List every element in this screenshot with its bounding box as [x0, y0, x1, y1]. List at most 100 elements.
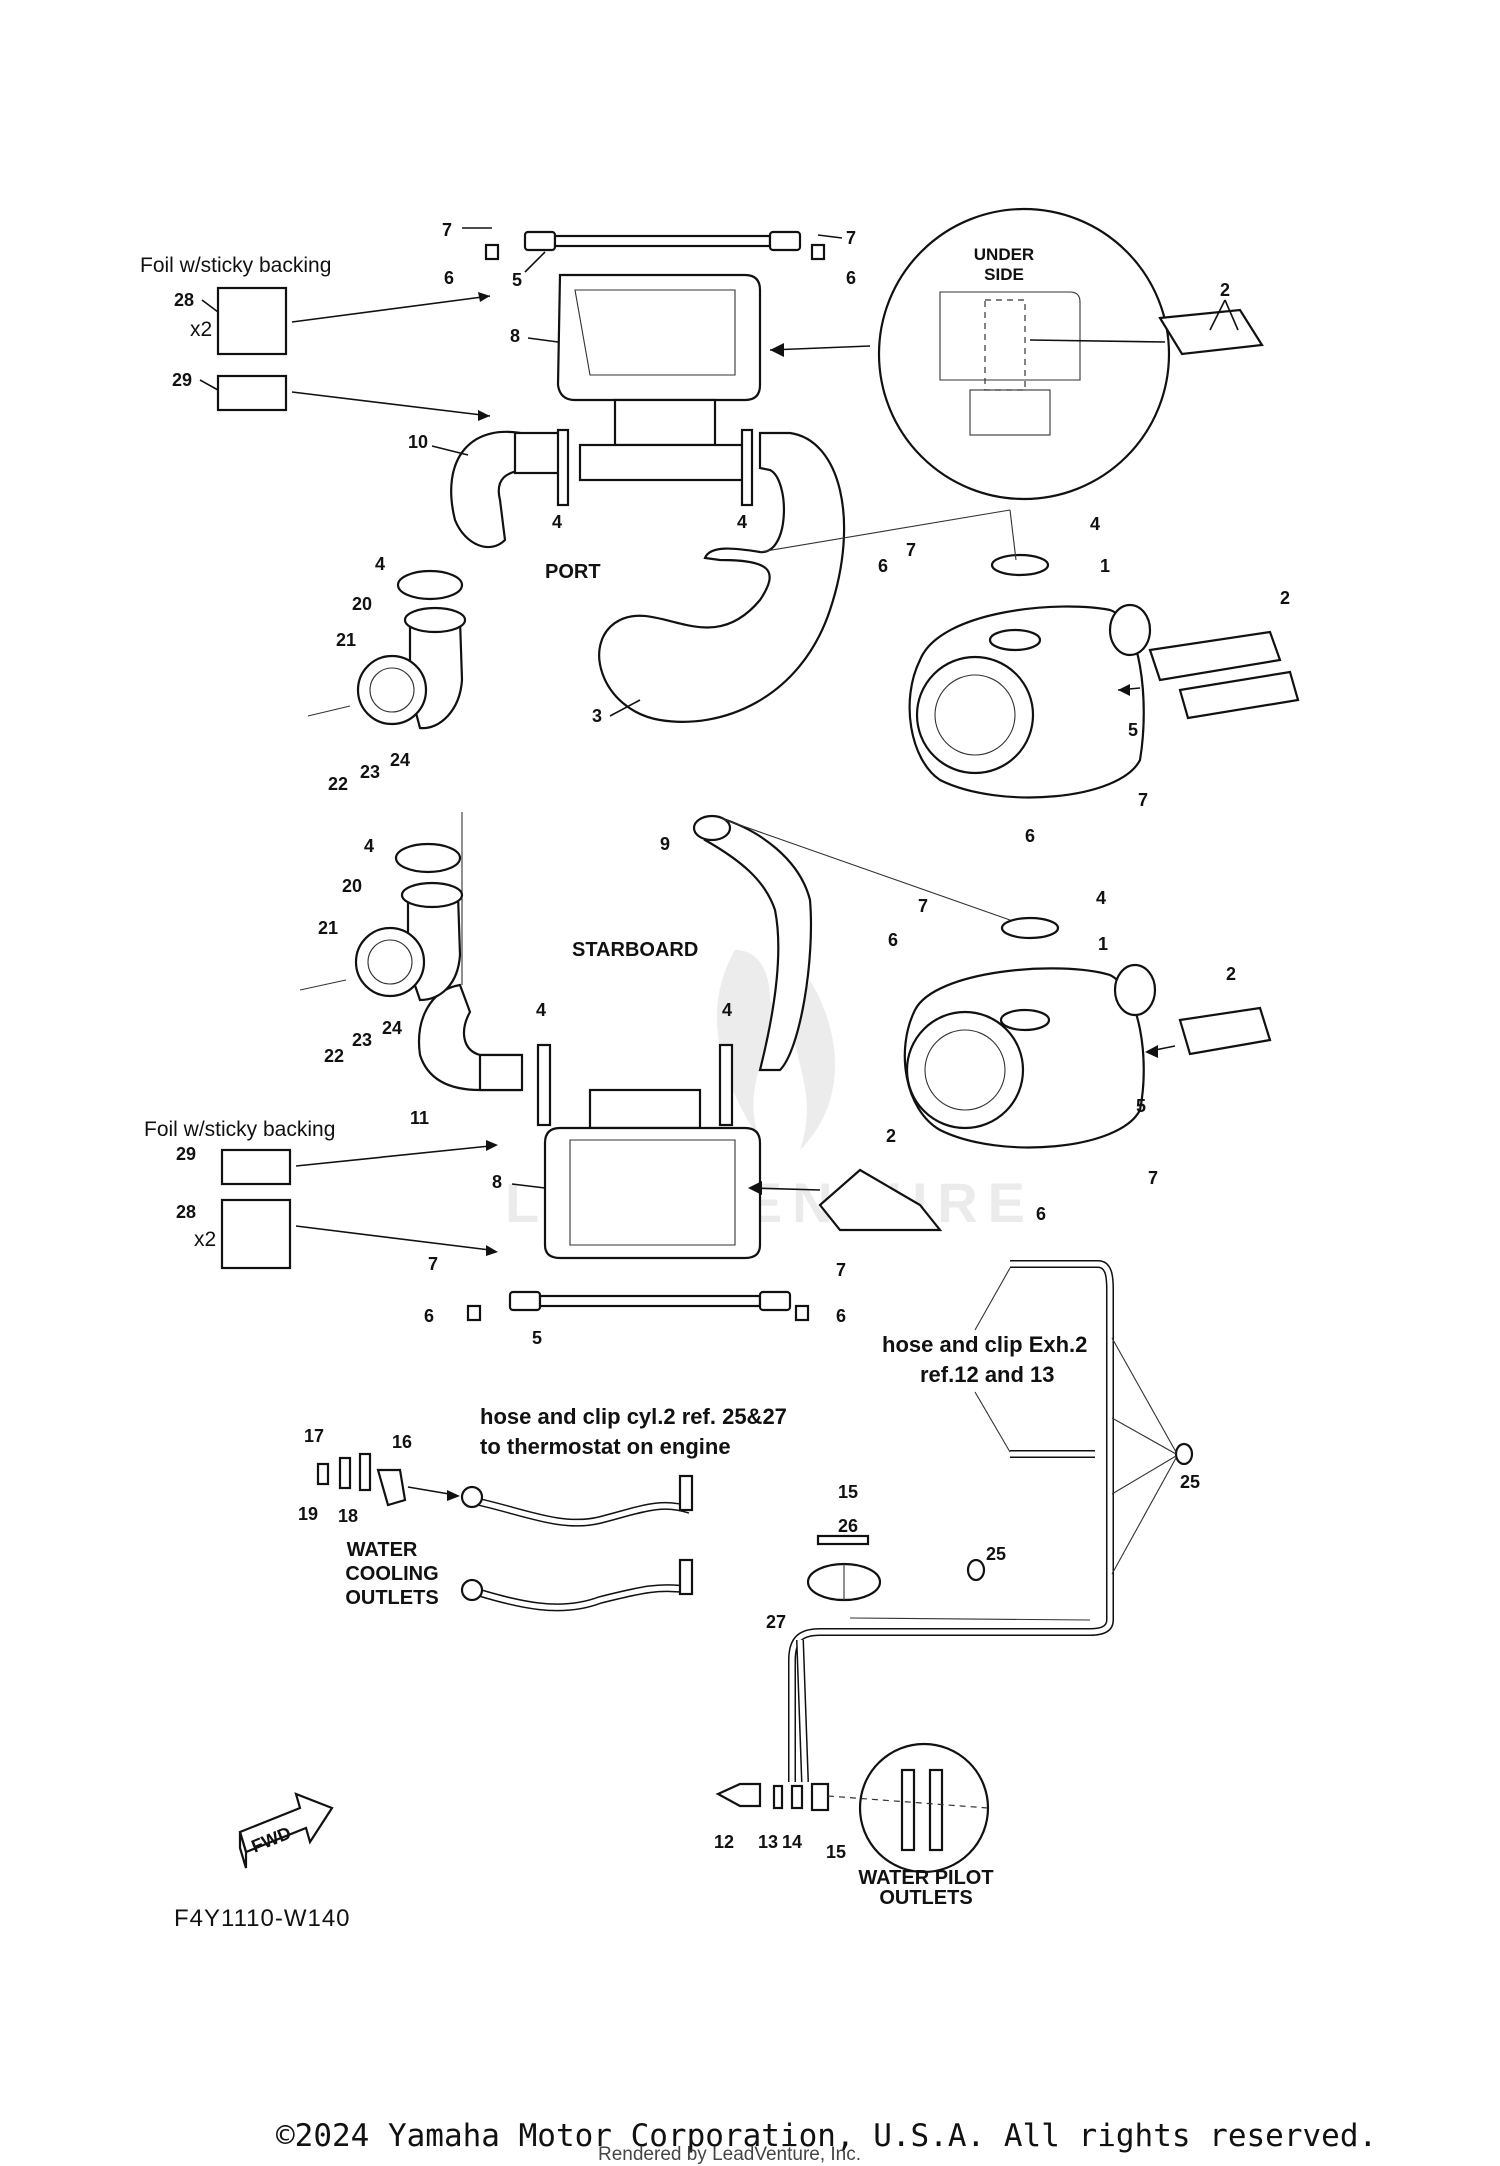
- copyright: ©2024 Yamaha Motor Corporation, U.S.A. A…: [276, 2118, 1377, 2154]
- water-cooling-2: COOLING: [345, 1563, 438, 1585]
- exhaust-hoses: hose and clip Exh.2 ref.12 and 13 25 25 …: [766, 1260, 1200, 1783]
- x2-top: x2: [190, 318, 212, 341]
- callout-28-bottom: 28: [176, 1202, 196, 1222]
- callout-24-port: 24: [390, 750, 410, 770]
- callout-7-port-low: 7: [1138, 790, 1148, 810]
- callout-6-stbd-box: 6: [888, 930, 898, 950]
- callout-15-top: 15: [838, 1482, 858, 1502]
- callout-6-port-low: 6: [1025, 826, 1035, 846]
- callout-11: 11: [410, 1108, 429, 1128]
- cooling-hoses-cyl: hose and clip cyl.2 ref. 25&27 to thermo…: [407, 1404, 787, 1612]
- foil-label-top: Foil w/sticky backing: [140, 254, 331, 277]
- callout-7-stbd-box: 7: [918, 896, 928, 916]
- callout-8-bottom: 8: [492, 1172, 502, 1192]
- callout-29-bottom: 29: [176, 1144, 196, 1164]
- callout-16: 16: [392, 1432, 412, 1452]
- callout-22-stbd: 22: [324, 1046, 344, 1066]
- callout-13: 13: [758, 1832, 778, 1852]
- callout-6-port-box: 6: [878, 556, 888, 576]
- callout-4-stbd-box: 4: [1096, 888, 1106, 908]
- foil-group-top: Foil w/sticky backing 28 x2 29: [140, 254, 491, 421]
- water-cooling-1: WATER: [347, 1539, 418, 1561]
- callout-17: 17: [304, 1426, 324, 1446]
- callout-20-stbd: 20: [342, 876, 362, 896]
- callout-7-bot-r: 7: [836, 1260, 846, 1280]
- callout-4-stbd-l: 4: [536, 1000, 546, 1020]
- callout-29-top: 29: [172, 370, 192, 390]
- callout-14: 14: [782, 1832, 802, 1852]
- callout-7-stbd-low: 7: [1148, 1168, 1158, 1188]
- starboard-filter-box: 1 4 7 6 5 7 6 2: [888, 888, 1272, 1224]
- callout-9: 9: [660, 834, 670, 854]
- callout-18: 18: [338, 1506, 358, 1526]
- callout-6-top-r: 6: [846, 268, 856, 288]
- callout-4-port-l: 4: [552, 512, 562, 532]
- foil-28-top: [216, 286, 288, 356]
- callout-5-bottom: 5: [532, 1328, 542, 1348]
- callout-10: 10: [408, 432, 428, 452]
- callout-4-stbd-r: 4: [722, 1000, 732, 1020]
- strap-bottom: 5 7 6 7 6: [424, 1254, 846, 1348]
- callout-3: 3: [592, 706, 602, 726]
- port-filter-box: 1 4 7 6 5 7 6 2: [759, 509, 1300, 846]
- port-ducts: 10 4 4 3 PORT: [408, 428, 846, 726]
- callout-1-port: 1: [1100, 556, 1110, 576]
- foil-group-bottom: Foil w/sticky backing 29 28 x2: [144, 1118, 498, 1270]
- callout-4-port-r: 4: [737, 512, 747, 532]
- callout-4-port-box: 4: [1090, 514, 1100, 534]
- diagram-code: F4Y1110-W140: [174, 1905, 351, 1932]
- callout-5-port-box: 5: [1128, 720, 1138, 740]
- hose-cyl-text-2: to thermostat on engine: [480, 1434, 731, 1459]
- callout-25-right: 25: [1180, 1472, 1200, 1492]
- callout-2-stbd-filter: 2: [1226, 964, 1236, 984]
- callout-28-top: 28: [174, 290, 194, 310]
- callout-23-port: 23: [360, 762, 380, 782]
- callout-20-port: 20: [352, 594, 372, 614]
- callout-7-bot-l: 7: [428, 1254, 438, 1274]
- callout-2-bottom: 2: [886, 1126, 896, 1146]
- water-pilot-2: OUTLETS: [879, 1887, 972, 1909]
- starboard-ducts: 9 11 4 4 STARBOARD: [410, 812, 1011, 1128]
- callout-4-stbd-clamp: 4: [364, 836, 374, 856]
- fwd-arrow: FWD: [238, 1792, 334, 1869]
- hose-exh-text-1: hose and clip Exh.2: [882, 1332, 1087, 1357]
- plenum-port: 8: [510, 273, 762, 482]
- callout-6-bot-r: 6: [836, 1306, 846, 1326]
- callout-6-stbd-low: 6: [1036, 1204, 1046, 1224]
- callout-7-port-box: 7: [906, 540, 916, 560]
- plenum-starboard: 8 2: [492, 1088, 943, 1260]
- water-cooling-3: OUTLETS: [345, 1587, 438, 1609]
- callout-27: 27: [766, 1612, 786, 1632]
- under-side-text-2: SIDE: [984, 265, 1024, 284]
- callout-6-top-l: 6: [444, 268, 454, 288]
- callout-23-stbd: 23: [352, 1030, 372, 1050]
- foil-28-bottom: [220, 1198, 292, 1270]
- underside-detail: UNDER SIDE 2: [769, 207, 1264, 501]
- callout-7-top-l: 7: [442, 220, 452, 240]
- callout-2-underside: 2: [1220, 280, 1230, 300]
- callout-7-top-r: 7: [846, 228, 856, 248]
- callout-21-port: 21: [336, 630, 356, 650]
- label-starboard: STARBOARD: [572, 939, 698, 961]
- callout-19: 19: [298, 1504, 318, 1524]
- callout-5-stbd-box: 5: [1136, 1096, 1146, 1116]
- callout-26: 26: [838, 1516, 858, 1536]
- callout-12: 12: [714, 1832, 734, 1852]
- x2-bottom: x2: [194, 1228, 216, 1251]
- water-pilot-1: WATER PILOT: [858, 1867, 993, 1889]
- foil-29-bottom: [220, 1148, 292, 1186]
- callout-22-port: 22: [328, 774, 348, 794]
- hose-exh-text-2: ref.12 and 13: [920, 1362, 1055, 1387]
- port-silencer: 4 20 21 22 23 24: [307, 554, 467, 794]
- strap-top: 5 7 6 7 6: [442, 220, 856, 290]
- callout-6-bot-l: 6: [424, 1306, 434, 1326]
- callout-4-port-clamp: 4: [375, 554, 385, 574]
- water-pilot-outlets: 12 13 14 15 WATER PILOT OUTLETS: [714, 1742, 994, 1909]
- callout-15-bottom: 15: [826, 1842, 846, 1862]
- callout-24-stbd: 24: [382, 1018, 402, 1038]
- callout-25-mid: 25: [986, 1544, 1006, 1564]
- callout-5-top: 5: [512, 270, 522, 290]
- callout-21-stbd: 21: [318, 918, 338, 938]
- hose-cyl-text-1: hose and clip cyl.2 ref. 25&27: [480, 1404, 787, 1429]
